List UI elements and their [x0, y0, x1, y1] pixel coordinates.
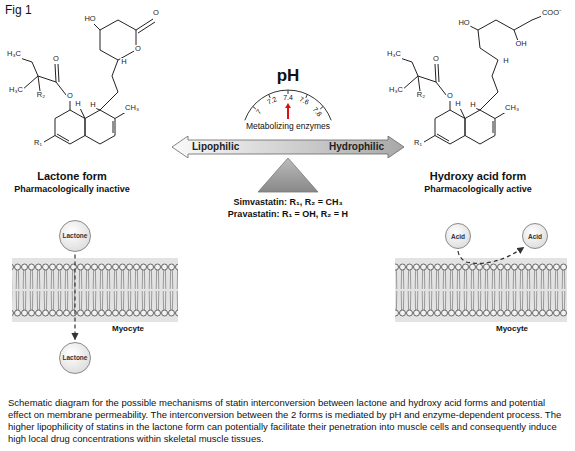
atom-label: R₁ — [33, 139, 43, 148]
atom-label: CH₃ — [504, 104, 520, 113]
atom-label: HO — [83, 15, 96, 24]
transport-arrow — [458, 247, 524, 263]
ph-scale-value: 7 — [255, 108, 264, 116]
arrow-end-label: Hydrophilic — [329, 141, 384, 153]
membrane-right — [395, 258, 567, 322]
atom-label: O — [134, 45, 142, 54]
decalin — [44, 108, 126, 144]
molecule-name: Acid — [451, 233, 465, 240]
cell-label: Myocyte — [112, 324, 144, 333]
form-activity: Pharmacologically active — [424, 184, 532, 194]
atom-label: R₁ — [413, 139, 423, 148]
atom-label: H — [502, 57, 509, 66]
lactone-structure — [20, 19, 155, 144]
atom-label: CH₃ — [124, 104, 140, 113]
atom-label: O — [66, 92, 74, 101]
atom-label: HO — [457, 19, 470, 28]
ph-gauge — [245, 90, 331, 120]
molecule-name: Lactone — [63, 354, 88, 361]
balance-double-arrow: Lipophilic Hydrophilic — [172, 136, 404, 158]
drug-definition: Simvastatin: R₁, R₂ = CH₃ — [233, 197, 342, 207]
molecule-name: Lactone — [63, 232, 88, 239]
hydroxy-acid-structure — [400, 16, 542, 144]
molecule-circle: Acid — [445, 223, 471, 249]
figure-caption: Schematic diagram for the possible mecha… — [8, 397, 567, 445]
double-arrow-outline — [172, 136, 404, 158]
atom-label: O — [152, 9, 160, 18]
cell-label: Myocyte — [496, 324, 528, 333]
atom-label: O — [432, 55, 440, 64]
atom-label: H — [120, 58, 127, 67]
atom-label: H — [469, 101, 476, 110]
atom-label: R₂ — [36, 91, 46, 100]
ph-scale-value: 7.4 — [283, 94, 293, 102]
form-label: Lactone form — [37, 170, 107, 183]
atom-label: H — [89, 101, 96, 110]
form-label: Hydroxy acid form — [430, 170, 527, 183]
atom-label: H₃C — [6, 50, 22, 59]
molecule-circle: Lactone — [59, 342, 92, 375]
drug-definition: Pravastatin: R₁ = OH, R₂ = H — [228, 209, 348, 219]
atom-label: O — [52, 55, 60, 64]
membrane-left — [12, 258, 178, 322]
atom-label: H₃C — [8, 86, 24, 95]
atom-label: R₂ — [416, 91, 426, 100]
atom-label: OH — [514, 40, 527, 49]
molecule-circle: Lactone — [59, 220, 92, 253]
arrow-end-label: Lipophilic — [192, 141, 239, 153]
ph-scale-value: 7.6 — [298, 95, 310, 106]
molecule-name: Acid — [528, 233, 542, 240]
atom-label: H — [74, 100, 81, 109]
transport-arrow — [74, 254, 75, 339]
form-activity: Pharmacologically inactive — [14, 184, 130, 194]
ph-heading: pH — [277, 66, 300, 86]
atom-label: H₃C — [388, 86, 404, 95]
figure-title: Fig 1 — [5, 3, 32, 17]
atom-label: O — [446, 92, 454, 101]
enzyme-label: Metabolizing enzymes — [246, 122, 330, 132]
atom-label: H₃C — [386, 50, 402, 59]
fulcrum — [258, 158, 318, 192]
ph-scale-value: 7.2 — [266, 95, 278, 106]
atom-label: H — [454, 100, 461, 109]
atom-label: COO⁻ — [541, 9, 563, 18]
molecule-circle: Acid — [522, 223, 548, 249]
